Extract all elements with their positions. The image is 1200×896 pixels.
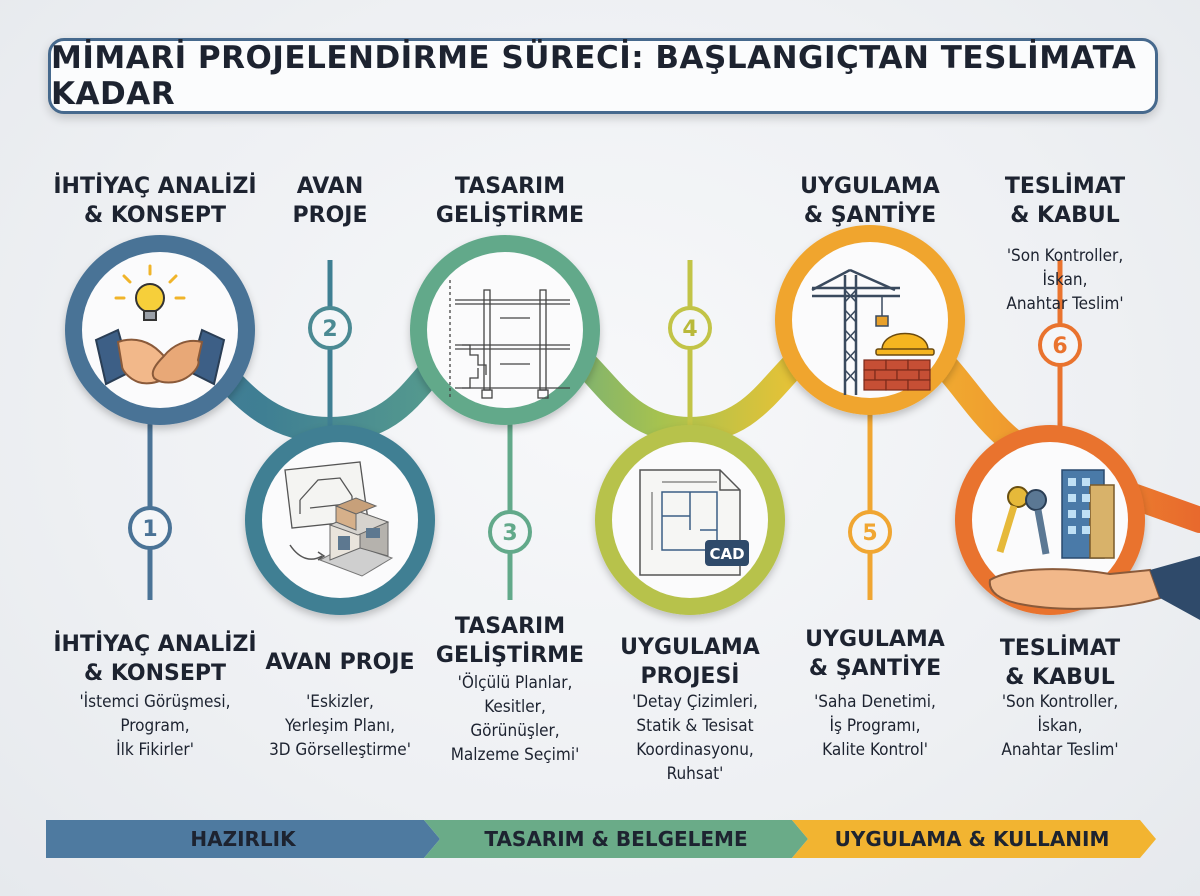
top-head-3: TASARIM GELİŞTİRME (435, 174, 585, 228)
step-desc-2: 'Eskizler, Yerleşim Planı, 3D Görselleşt… (269, 692, 411, 760)
step-title-2: AVAN PROJE (265, 650, 415, 675)
step-number-6: 6 (1052, 334, 1067, 359)
step-marker-3: 3 (488, 510, 532, 554)
phase-bar: HAZIRLIK TASARIM & BELGELEME UYGULAMA & … (46, 820, 1156, 858)
sketch-house-icon (245, 425, 435, 615)
step-title-1: İHTİYAÇ ANALİZİ & KONSEPT (53, 632, 257, 686)
step-title-5: UYGULAMA & ŞANTİYE (805, 627, 945, 681)
crane-helmet-bricks-icon (775, 225, 965, 415)
keys-building-hand-icon (955, 425, 1200, 620)
phase-label-1: HAZIRLIK (190, 827, 297, 851)
step-marker-2: 2 (308, 306, 352, 350)
phase-label-3: UYGULAMA & KULLANIM (835, 827, 1110, 851)
top-head-6: TESLİMAT & KABUL (1004, 174, 1126, 228)
step-marker-4: 4 (668, 306, 712, 350)
step-desc-4: 'Detay Çizimleri, Statik & Tesisat Koord… (632, 692, 758, 784)
page-title: MİMARİ PROJELENDİRME SÜRECİ: BAŞLANGIÇTA… (51, 40, 1137, 112)
top-sub-6: 'Son Kontroller, İskan, Anahtar Teslim' (1006, 246, 1124, 314)
top-head-5: UYGULAMA & ŞANTİYE (800, 174, 940, 228)
cad-label: CAD (709, 545, 744, 563)
step-title-4: UYGULAMA PROJESİ (620, 635, 760, 689)
step-number-5: 5 (862, 521, 877, 546)
step-desc-1: 'İstemci Görüşmesi, Program, İlk Fikirle… (79, 692, 231, 760)
top-head-1: İHTİYAÇ ANALİZİ & KONSEPT (53, 174, 257, 228)
phase-arrow-2 (424, 820, 808, 858)
step-desc-5: 'Saha Denetimi, İş Programı, Kalite Kont… (814, 692, 936, 760)
step-marker-6: 6 (1038, 323, 1082, 367)
section-drawing-icon (410, 235, 600, 425)
step-number-1: 1 (142, 517, 157, 542)
step-marker-1: 1 (128, 506, 172, 550)
step-number-4: 4 (682, 317, 697, 342)
title-box: MİMARİ PROJELENDİRME SÜRECİ: BAŞLANGIÇTA… (48, 38, 1158, 114)
top-head-2: AVAN PROJE (292, 174, 368, 228)
step-title-3: TASARIM GELİŞTİRME (435, 614, 585, 668)
step-desc-6: 'Son Kontroller, İskan, Anahtar Teslim' (1001, 692, 1119, 760)
phase-label-2: TASARIM & BELGELEME (484, 827, 747, 851)
step-title-6: TESLİMAT & KABUL (999, 636, 1121, 690)
step-desc-3: 'Ölçülü Planlar, Kesitler, Görünüşler, M… (450, 673, 580, 765)
step-number-2: 2 (322, 317, 337, 342)
step-marker-5: 5 (848, 510, 892, 554)
phase-arrow-3 (792, 820, 1156, 858)
handshake-lightbulb-icon (65, 235, 255, 425)
step-number-3: 3 (502, 521, 517, 546)
cad-plan-icon: CAD (595, 425, 785, 615)
phase-arrow-1 (46, 820, 440, 858)
